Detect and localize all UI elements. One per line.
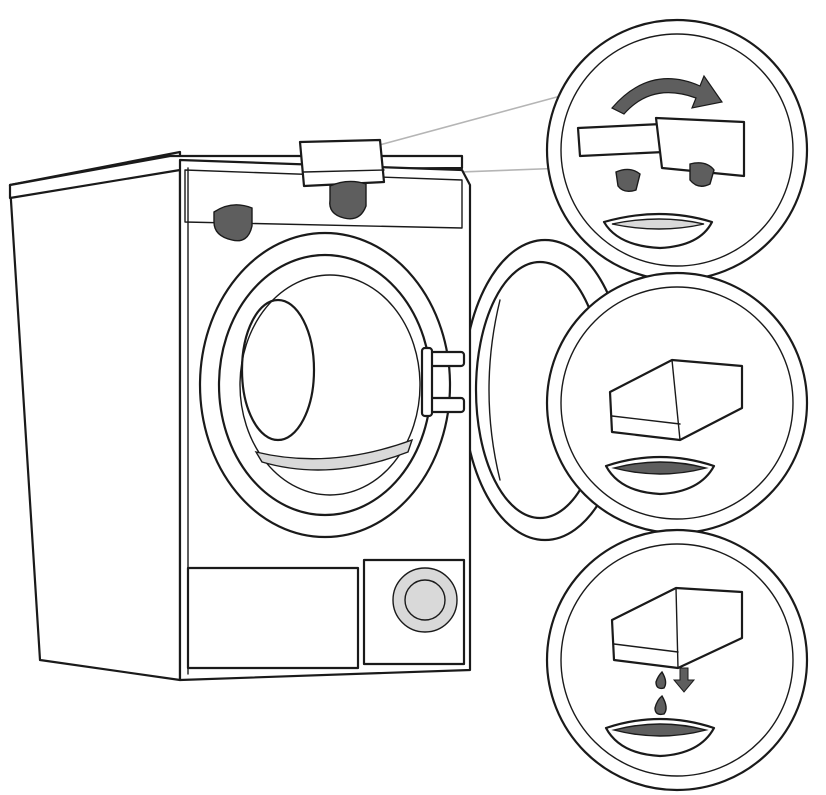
bubble-2-inner: [560, 286, 794, 520]
bubble-1-panel-edge: [576, 122, 666, 158]
water-container-grip: [303, 169, 385, 173]
bottom-panels: [186, 558, 466, 670]
lower-hinge: [426, 396, 466, 414]
bubble-1-container: [654, 116, 746, 178]
left-hand-icon: [213, 204, 253, 242]
drum-inner-wall: [239, 274, 421, 496]
drum-back: [240, 298, 316, 442]
drum-outer-ring: [198, 231, 452, 539]
bubble-3-container-base: [613, 643, 679, 653]
bubble-1-bowl-rim: [611, 218, 705, 230]
bubble-3-inner: [560, 543, 794, 777]
lint-filter-grille: [254, 438, 414, 471]
water-container: [298, 138, 386, 188]
door-hinges: [420, 346, 466, 418]
lower-left-panel: [186, 566, 360, 670]
water-container-on-dryer: [213, 138, 386, 242]
bubble-1-left-hand-icon: [615, 168, 641, 193]
dryer-side-panel: [8, 150, 182, 682]
vent-grille: [392, 567, 458, 633]
drum-opening: [198, 231, 452, 539]
vent-grille-inner: [404, 579, 446, 621]
door-glass-edge: [488, 299, 501, 481]
rotate-arrow-icon: [611, 74, 724, 115]
right-hand-icon: [329, 180, 367, 220]
hinge-plate: [420, 346, 434, 418]
lower-right-panel: [362, 558, 466, 666]
water-drop-icon-2: [654, 694, 667, 716]
bubble-1-inner: [560, 33, 794, 267]
down-arrow-icon: [672, 667, 696, 693]
upper-hinge: [426, 350, 466, 368]
zoom-bubble-step-3: [545, 528, 809, 792]
water-drop-icon: [655, 670, 667, 690]
zoom-bubble-step-2: [545, 271, 809, 535]
bubble-3-bowl-water: [611, 723, 709, 737]
bubble-2-container-base: [611, 415, 681, 425]
zoom-bubble-step-1: [545, 18, 809, 282]
bubble-1-right-hand-icon: [689, 162, 715, 187]
bubble-2-bowl-water: [611, 461, 709, 475]
bubble-2-container-edge: [671, 359, 681, 441]
bubble-3-container-edge: [675, 587, 679, 669]
